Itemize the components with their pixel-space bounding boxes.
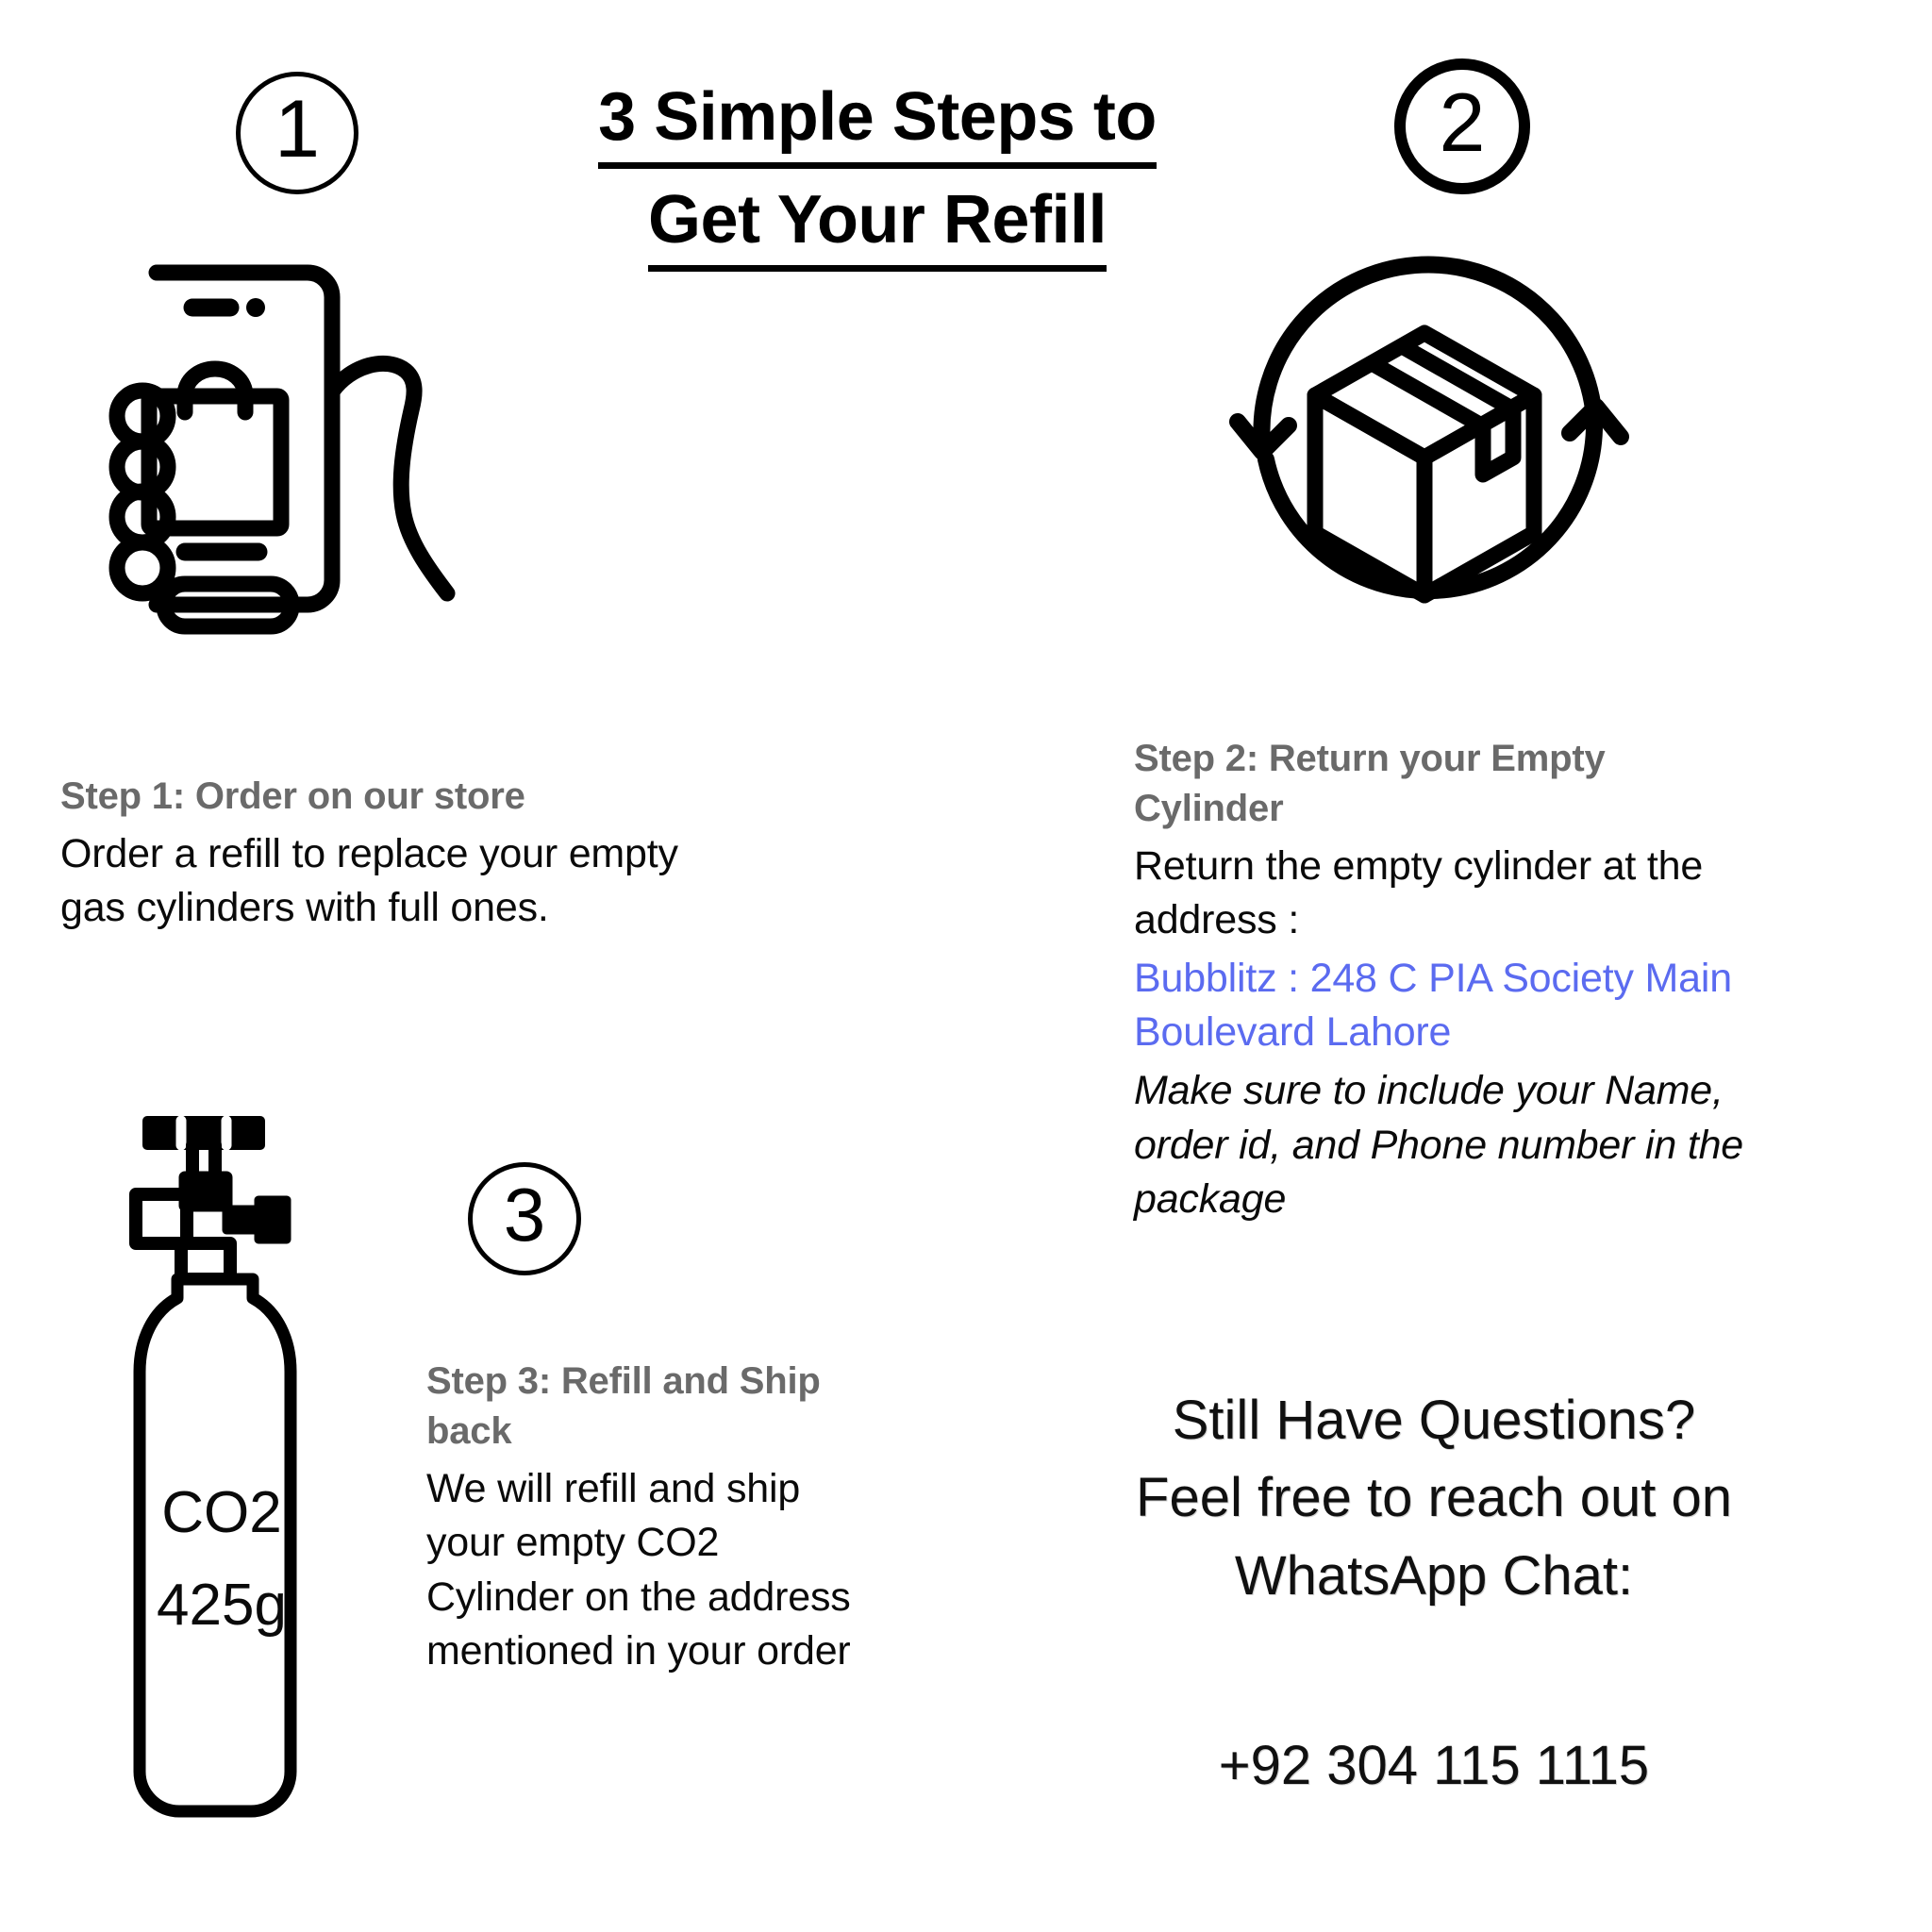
- page-title: 3 Simple Steps to Get Your Refill: [528, 74, 1226, 273]
- step-2-body-line-2: address :: [1134, 897, 1300, 943]
- page-title-line-2: Get Your Refill: [648, 176, 1107, 273]
- step-2-heading-line-2: Cylinder: [1134, 787, 1284, 829]
- page-title-line-1: 3 Simple Steps to: [598, 74, 1157, 170]
- step-2-note-line-2: order id, and Phone number in the: [1134, 1122, 1744, 1168]
- step-2-body-line-1: Return the empty cylinder at the: [1134, 842, 1704, 889]
- step-3-body-line-1: We will refill and ship: [426, 1465, 801, 1511]
- cta-block: Still Have Questions? Feel free to reach…: [1066, 1382, 1802, 1615]
- step-2-note-line-3: package: [1134, 1176, 1287, 1223]
- step-1-text-block: Step 1: Order on our store Order a refil…: [60, 772, 721, 936]
- step-3-body-line-2: your empty CO2: [426, 1520, 720, 1566]
- box-return-cycle-icon: [1217, 241, 1632, 637]
- cta-line-2: Feel free to reach out on: [1136, 1467, 1732, 1529]
- whatsapp-phone-number[interactable]: +92 304 115 1115: [1066, 1734, 1802, 1797]
- step-1-heading: Step 1: Order on our store: [60, 775, 525, 817]
- step-3-body-line-4: mentioned in your order: [426, 1628, 851, 1674]
- step-2-note: Make sure to include your Name, order id…: [1134, 1064, 1851, 1227]
- cylinder-weight-label: 425g: [157, 1572, 287, 1638]
- step-3-body-line-3: Cylinder on the address: [426, 1574, 851, 1620]
- step-badge-3: 3: [468, 1162, 581, 1275]
- cylinder-gas-label: CO2: [161, 1480, 282, 1545]
- co2-gas-cylinder-icon: [94, 1104, 349, 1840]
- cta-line-1: Still Have Questions?: [1172, 1390, 1696, 1451]
- step-badge-1-label: 1: [275, 83, 320, 175]
- step-3-heading-line-2: back: [426, 1409, 512, 1452]
- return-address-line-1: Bubblitz : 248 C PIA Society Main: [1134, 955, 1732, 1001]
- cta-line-3: WhatsApp Chat:: [1234, 1544, 1634, 1607]
- step-3-text-block: Step 3: Refill and Ship back We will ref…: [426, 1357, 917, 1679]
- step-badge-3-label: 3: [503, 1173, 546, 1257]
- step-2-note-line-1: Make sure to include your Name,: [1134, 1068, 1724, 1114]
- return-address-line-2: Boulevard Lahore: [1134, 1009, 1452, 1056]
- step-3-heading-line-1: Step 3: Refill and Ship: [426, 1360, 821, 1402]
- whatsapp-phone-number-label: +92 304 115 1115: [1218, 1735, 1650, 1796]
- step-badge-2-label: 2: [1439, 75, 1486, 169]
- cylinder-label: CO2 425g: [94, 1467, 349, 1652]
- hand-holding-phone-shopping-icon: [91, 241, 515, 637]
- step-2-text-block: Step 2: Return your Empty Cylinder Retur…: [1134, 734, 1851, 1227]
- step-2-heading-line-1: Step 2: Return your Empty: [1134, 738, 1606, 779]
- step-badge-2: 2: [1394, 58, 1530, 194]
- step-1-body-line-2: gas cylinders with full ones.: [60, 885, 549, 931]
- step-1-body-line-1: Order a refill to replace your empty: [60, 830, 678, 876]
- return-address[interactable]: Bubblitz : 248 C PIA Society Main Boulev…: [1134, 952, 1851, 1060]
- step-badge-1: 1: [236, 72, 358, 194]
